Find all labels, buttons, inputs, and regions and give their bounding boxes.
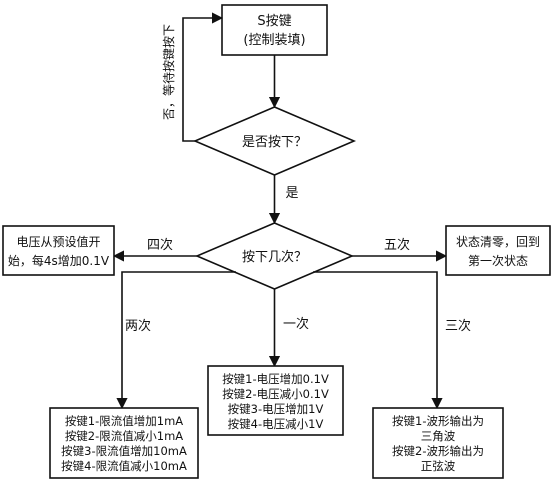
box-voltage-adjust-line2: 按键2-电压减小0.1V [222, 387, 329, 401]
start-node-line1: S按键 [257, 14, 291, 29]
decision-pressed-text: 是否按下？ [242, 135, 307, 150]
box-voltage-adjust-line4: 按键4-电压减小1V [228, 417, 324, 431]
decision-count-text: 按下几次？ [242, 249, 307, 265]
edge-label-yes: 是 [285, 186, 298, 201]
box-voltage-ramp-line2: 始，每4s增加0.1V [8, 253, 110, 268]
box-waveform-line1: 按键1-波形输出为 [392, 414, 484, 428]
box-current-limit-line1: 按键1-限流值增加1mA [65, 414, 183, 428]
start-node-line2: (控制装填) [243, 33, 305, 48]
edge-label-one: 一次 [283, 316, 309, 332]
box-current-limit-line4: 按键4-限流值减小10mA [61, 459, 187, 473]
box-waveform-line2: 三角波 [421, 429, 456, 443]
edge-label-two: 两次 [125, 318, 151, 334]
box-waveform-line3: 按键2-波形输出为 [392, 444, 484, 458]
box-reset-state-line2: 第一次状态 [468, 254, 528, 268]
edge-label-four: 四次 [147, 237, 173, 253]
box-waveform [372, 407, 504, 479]
box-voltage-ramp [2, 225, 115, 276]
box-current-limit-line2: 按键2-限流值减小1mA [65, 429, 183, 443]
edge-label-no-wait: 否，等待按键按下 [162, 24, 176, 120]
box-reset-state [445, 225, 551, 276]
edge-no-loop [182, 12, 224, 142]
box-current-limit [49, 407, 199, 479]
box-voltage-ramp-line1: 电压从预设值开 [16, 234, 100, 249]
box-voltage-adjust-line3: 按键3-电压增加1V [228, 402, 324, 416]
start-node-box [221, 4, 328, 56]
edge-two [116, 271, 236, 410]
box-voltage-adjust [207, 365, 344, 436]
box-voltage-adjust-line1: 按键1-电压增加0.1V [222, 372, 329, 386]
box-reset-state-line1: 状态清零，回到 [456, 235, 540, 249]
edge-label-three: 三次 [445, 318, 471, 334]
edge-three [313, 271, 443, 410]
box-waveform-line4: 正弦波 [421, 459, 456, 473]
box-current-limit-line3: 按键3-限流值增加10mA [61, 444, 187, 458]
edge-label-five: 五次 [384, 237, 410, 253]
